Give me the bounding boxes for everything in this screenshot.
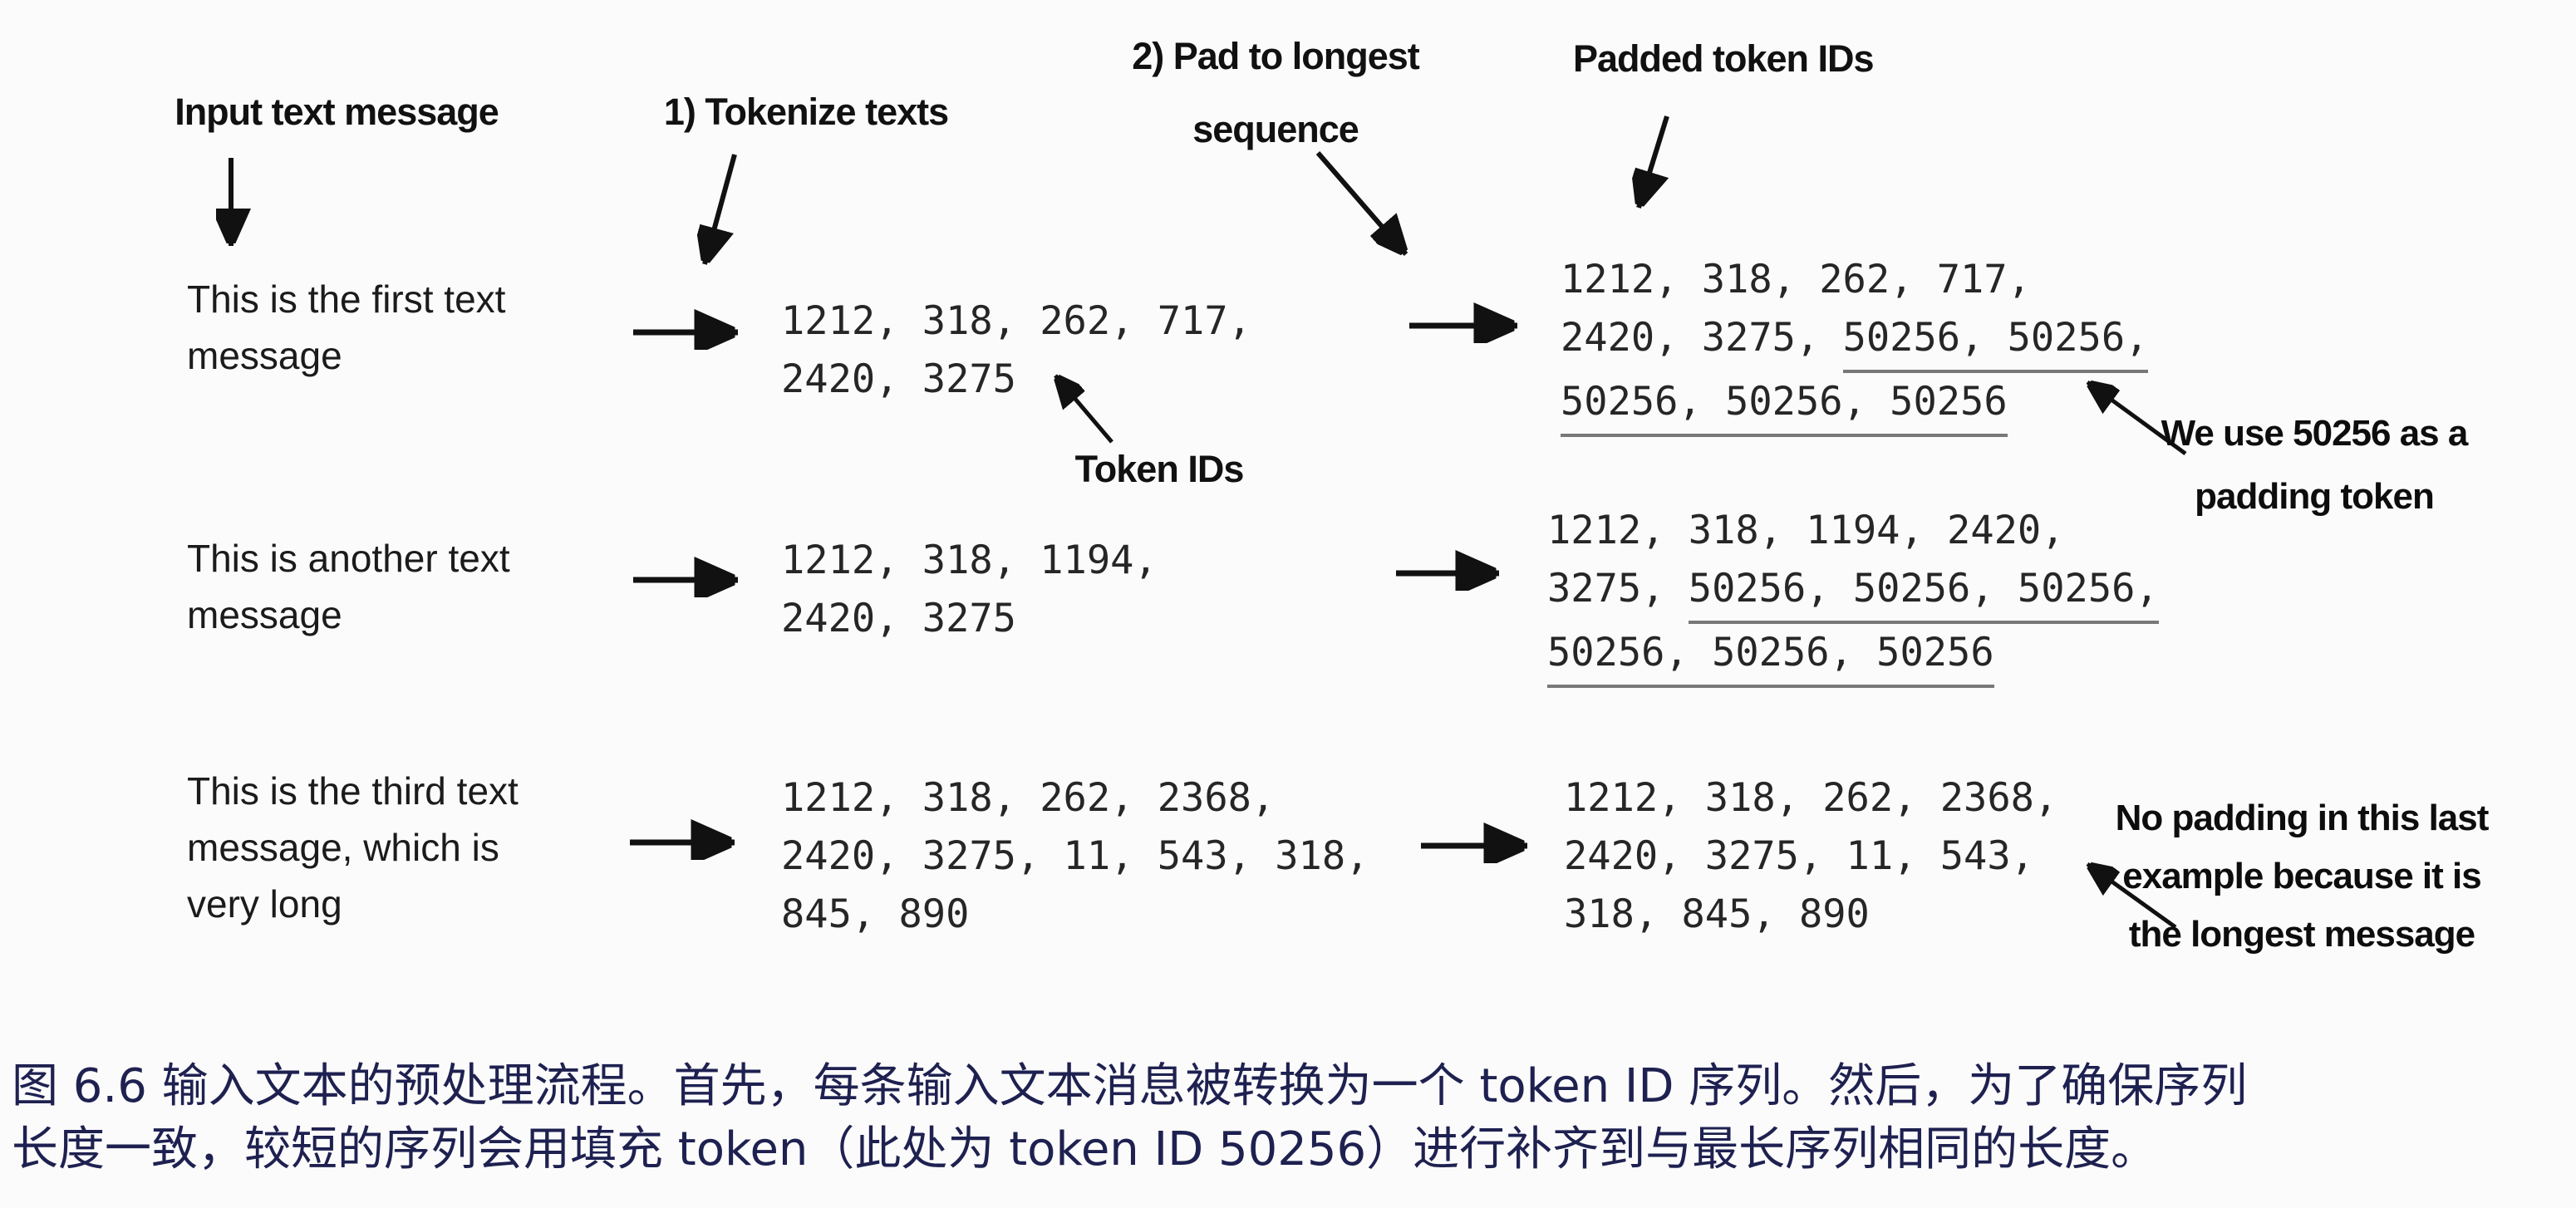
row2-input-text: This is another text message xyxy=(187,530,510,643)
row2-padded-line2-pad: 50256, 50256, 50256, xyxy=(1688,560,2159,624)
row1-token-line2: 2420, 3275 xyxy=(781,356,1016,402)
row3-padded-line2: 2420, 3275, 11, 543, xyxy=(1564,833,2034,879)
no-padding-note-line2: example because it is xyxy=(2122,856,2481,896)
row1-input-line1: This is the first text xyxy=(187,277,506,321)
row2-token-line2: 2420, 3275 xyxy=(781,596,1016,641)
row3-padded-line1: 1212, 318, 262, 2368, xyxy=(1564,775,2058,821)
row1-padded-line2-pad: 50256, 50256, xyxy=(1842,309,2149,373)
row2-token-line1: 1212, 318, 1194, xyxy=(781,538,1158,583)
header-pad-to-longest-line2: sequence xyxy=(1192,108,1359,150)
padding-token-note-line2: padding token xyxy=(2195,476,2435,517)
row2-padded-line1-plain: 1212, 318, 1194, 2420, xyxy=(1547,508,2065,553)
row3-token-line3: 845, 890 xyxy=(781,891,970,937)
row1-padded-line1: 1212, 318, 262, 717, xyxy=(1561,251,2148,309)
row1-token-line1: 1212, 318, 262, 717, xyxy=(781,298,1251,344)
row2-padded-line2-plain: 3275, xyxy=(1547,566,1689,611)
row3-input-line2: message, which is xyxy=(187,826,499,869)
row1-padded-line3-pad: 50256, 50256, 50256 xyxy=(1561,373,2008,437)
row3-input-line1: This is the third text xyxy=(187,769,519,813)
row2-padded-line1: 1212, 318, 1194, 2420, xyxy=(1547,502,2159,560)
row1-padded-token-ids: 1212, 318, 262, 717, 2420, 3275, 50256, … xyxy=(1561,251,2149,437)
header-padded-token-ids: Padded token IDs xyxy=(1573,37,1875,80)
header-pad-to-longest-line1: 2) Pad to longest xyxy=(1132,35,1420,77)
row3-input-text: This is the third text message, which is… xyxy=(187,763,519,932)
row2-token-ids: 1212, 318, 1194, 2420, 3275 xyxy=(781,532,1158,648)
row1-input-text: This is the first text message xyxy=(187,271,505,384)
row2-input-line1: This is another text xyxy=(187,537,510,580)
row3-input-line3: very long xyxy=(187,882,342,926)
no-padding-note-line1: No padding in this last xyxy=(2115,798,2490,838)
row2-padded-line3-pad: 50256, 50256, 50256 xyxy=(1547,624,1994,688)
arrow-pad-label-icon xyxy=(1315,151,1406,254)
row2-padded-line2: 3275, 50256, 50256, 50256, xyxy=(1547,560,2159,624)
arrow-padded-ids-label-icon xyxy=(1639,115,1669,208)
row3-padded-line3: 318, 845, 890 xyxy=(1564,891,1870,937)
no-padding-note-line3: the longest message xyxy=(2128,914,2475,955)
row1-token-ids: 1212, 318, 262, 717, 2420, 3275 xyxy=(781,292,1251,409)
header-tokenize-texts: 1) Tokenize texts xyxy=(663,91,949,133)
row3-token-ids: 1212, 318, 262, 2368, 2420, 3275, 11, 54… xyxy=(781,769,1369,944)
token-ids-label: Token IDs xyxy=(1074,448,1245,490)
no-padding-note: No padding in this last example because … xyxy=(2111,789,2493,964)
row2-padded-token-ids: 1212, 318, 1194, 2420, 3275, 50256, 5025… xyxy=(1547,502,2159,688)
row1-padded-line1-plain: 1212, 318, 262, 717, xyxy=(1561,257,2031,302)
arrow-tokenize-label-icon xyxy=(705,154,737,264)
row1-padded-line2-plain: 2420, 3275, xyxy=(1561,315,1843,361)
row1-input-line2: message xyxy=(187,334,342,377)
caption-line2: 长度一致，较短的序列会用填充 token（此处为 token ID 50256）… xyxy=(12,1122,2158,1176)
row2-padded-line3: 50256, 50256, 50256 xyxy=(1547,624,2159,688)
padding-token-note: We use 50256 as a padding token xyxy=(2131,402,2497,528)
row3-token-line1: 1212, 318, 262, 2368, xyxy=(781,775,1276,821)
row3-token-line2: 2420, 3275, 11, 543, 318, xyxy=(781,833,1369,879)
figure-caption: 图 6.6 输入文本的预处理流程。首先，每条输入文本消息被转换为一个 token… xyxy=(12,1055,2571,1181)
row1-padded-line2: 2420, 3275, 50256, 50256, xyxy=(1561,309,2149,373)
header-input-text-message: Input text message xyxy=(175,91,499,133)
caption-line1: 图 6.6 输入文本的预处理流程。首先，每条输入文本消息被转换为一个 token… xyxy=(12,1059,2248,1113)
row3-padded-token-ids: 1212, 318, 262, 2368, 2420, 3275, 11, 54… xyxy=(1564,769,2057,944)
row2-input-line2: message xyxy=(187,593,342,636)
row1-padded-line3: 50256, 50256, 50256 xyxy=(1561,373,2148,437)
header-pad-to-longest: 2) Pad to longest sequence xyxy=(1105,20,1446,166)
padding-token-note-line1: We use 50256 as a xyxy=(2161,413,2469,454)
